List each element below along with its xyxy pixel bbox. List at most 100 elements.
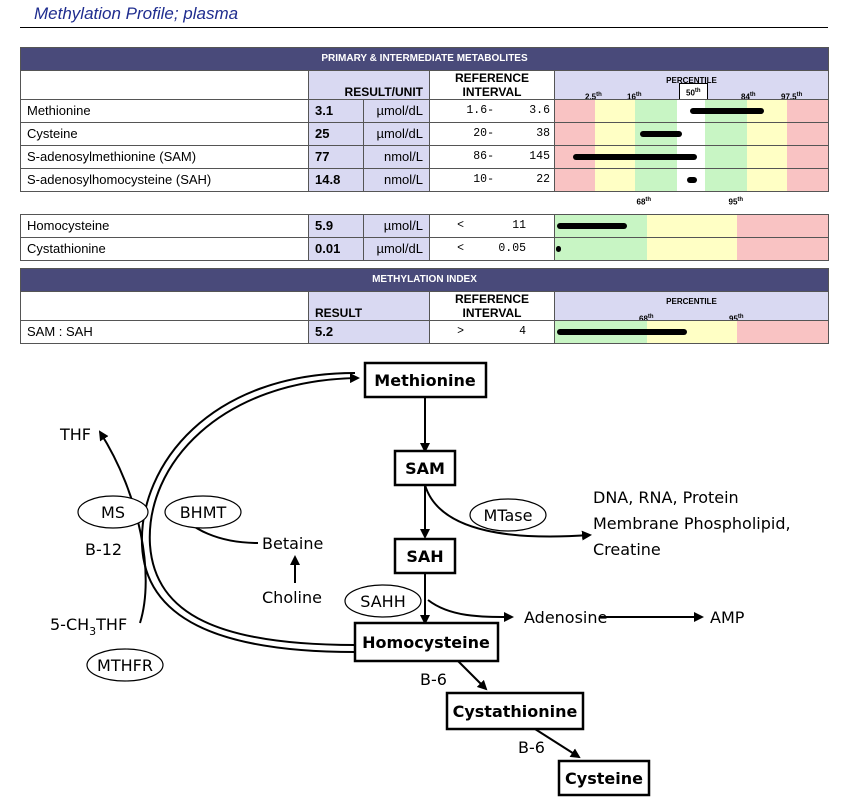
label-amp: AMP [710, 608, 745, 627]
enzyme-sahh: SAHH [360, 592, 405, 611]
enzyme-bhmt: BHMT [180, 503, 227, 522]
percentile-bar-cell [554, 145, 829, 169]
result-unit: µmol/dL [363, 99, 430, 123]
reference-interval: 10-22 [429, 168, 555, 192]
percentile-band [737, 215, 828, 237]
pct-label-97-5: 97.5th [781, 92, 803, 100]
enzyme-ms: MS [101, 503, 125, 522]
analyte-name: Homocysteine [20, 214, 309, 238]
row-sam-sah: SAM : SAH 5.2 >4 [20, 320, 829, 344]
reference-interval: 1.6-3.6 [429, 99, 555, 123]
percentile-band [737, 238, 828, 260]
result-unit: µmol/dL [363, 122, 430, 146]
percentile-bar-cell [554, 122, 829, 146]
node-methionine: Methionine [374, 371, 476, 390]
percentile-label: PERCENTILE [666, 76, 717, 85]
cofactor-b6-2: B-6 [518, 738, 545, 757]
primary-metabolites-table: PRIMARY & INTERMEDIATE METABOLITES RESUL… [20, 47, 829, 261]
percentile-band [647, 321, 737, 343]
title-rule [20, 27, 828, 28]
percentile-band [635, 169, 677, 191]
label-thf: THF [59, 425, 91, 444]
result-bar [690, 108, 764, 114]
pct2-labels: 68th 95th [555, 192, 829, 215]
pct-label-16: 16th [627, 92, 642, 100]
reference-interval: 86-145 [429, 145, 555, 169]
index-header: METHYLATION INDEX [20, 268, 829, 292]
row-methionine: Methionine 3.1 µmol/dL 1.6-3.6 [20, 99, 829, 123]
percentile-band [635, 100, 677, 122]
percentile-band [595, 100, 635, 122]
row-cysteine: Cysteine 25 µmol/dL 20-38 [20, 122, 829, 146]
percentile-band [555, 100, 595, 122]
node-homocysteine: Homocysteine [362, 633, 490, 652]
result-value: 77 [308, 145, 364, 169]
percentile-bar-cell [554, 320, 829, 344]
percentile-band [747, 100, 787, 122]
analyte-name: Methionine [20, 99, 309, 123]
percentile-band [555, 169, 595, 191]
result-bar [687, 177, 697, 183]
percentile-band [787, 169, 828, 191]
reference-interval: <0.05 [429, 237, 555, 261]
result-value: 25 [308, 122, 364, 146]
percentile-band [747, 169, 787, 191]
row-cystathionine: Cystathionine 0.01 µmol/dL <0.05 [20, 237, 829, 261]
percentile-band [555, 123, 595, 145]
row-sam: S-adenosylmethionine (SAM) 77 nmol/L 86-… [20, 145, 829, 169]
node-sam: SAM [405, 459, 445, 478]
percentile-bar-cell [554, 237, 829, 261]
percentile-band [787, 123, 828, 145]
result-unit: µmol/L [363, 214, 430, 238]
percentile-band [677, 123, 705, 145]
col-percentile: PERCENTILE 68th 95th [554, 291, 829, 321]
percentile-band [747, 146, 787, 168]
analyte-name: S-adenosylhomocysteine (SAH) [20, 168, 309, 192]
primary-header: PRIMARY & INTERMEDIATE METABOLITES [20, 47, 829, 71]
col-blank [20, 70, 309, 100]
percentile-bar-cell [554, 214, 829, 238]
node-cystathionine: Cystathionine [453, 702, 578, 721]
result-bar [573, 154, 697, 160]
targets-line-3: Creatine [593, 540, 661, 559]
percentile-band [647, 238, 737, 260]
node-sah: SAH [406, 547, 443, 566]
result-bar [557, 329, 687, 335]
reference-interval: <11 [429, 214, 555, 238]
col-result-unit: RESULT/UNIT [308, 70, 430, 100]
result-bar [556, 246, 561, 252]
percentile-band [555, 238, 647, 260]
row-sah: S-adenosylhomocysteine (SAH) 14.8 nmol/L… [20, 168, 829, 192]
targets-line-1: DNA, RNA, Protein [593, 488, 739, 507]
percentile-band [737, 321, 828, 343]
pct-label-84: 84th [741, 92, 756, 100]
percentile-band [647, 215, 737, 237]
col-blank [20, 291, 309, 321]
enzyme-mtase: MTase [484, 506, 533, 525]
label-5-methyl-thf: 5-CH3THF [50, 615, 127, 638]
percentile-band [787, 146, 828, 168]
percentile-bar-cell [554, 99, 829, 123]
index-name: SAM : SAH [20, 320, 309, 344]
row-homocysteine: Homocysteine 5.9 µmol/L <11 [20, 214, 829, 238]
analyte-name: Cystathionine [20, 237, 309, 261]
result-bar [557, 223, 627, 229]
index-pct-68: 68th [639, 314, 654, 321]
col-reference-interval: REFERENCE INTERVAL [429, 70, 555, 100]
result-unit: nmol/L [363, 168, 430, 192]
cofactor-b6-1: B-6 [420, 670, 447, 689]
index-reference: >4 [429, 320, 555, 344]
pct2-label-68: 68th [636, 197, 652, 207]
percentile-bar-cell [554, 168, 829, 192]
result-unit: nmol/L [363, 145, 430, 169]
methylation-pathway-diagram: Methionine SAM SAH Homocysteine Cystathi… [50, 361, 791, 797]
percentile-band [747, 123, 787, 145]
result-value: 14.8 [308, 168, 364, 192]
pct2-label-95: 95th [728, 197, 744, 207]
analyte-name: S-adenosylmethionine (SAM) [20, 145, 309, 169]
result-value: 3.1 [308, 99, 364, 123]
page-title: Methylation Profile; plasma [34, 4, 239, 23]
percentile-band [787, 100, 828, 122]
node-cysteine: Cysteine [565, 769, 643, 788]
col-result: RESULT [308, 291, 430, 321]
